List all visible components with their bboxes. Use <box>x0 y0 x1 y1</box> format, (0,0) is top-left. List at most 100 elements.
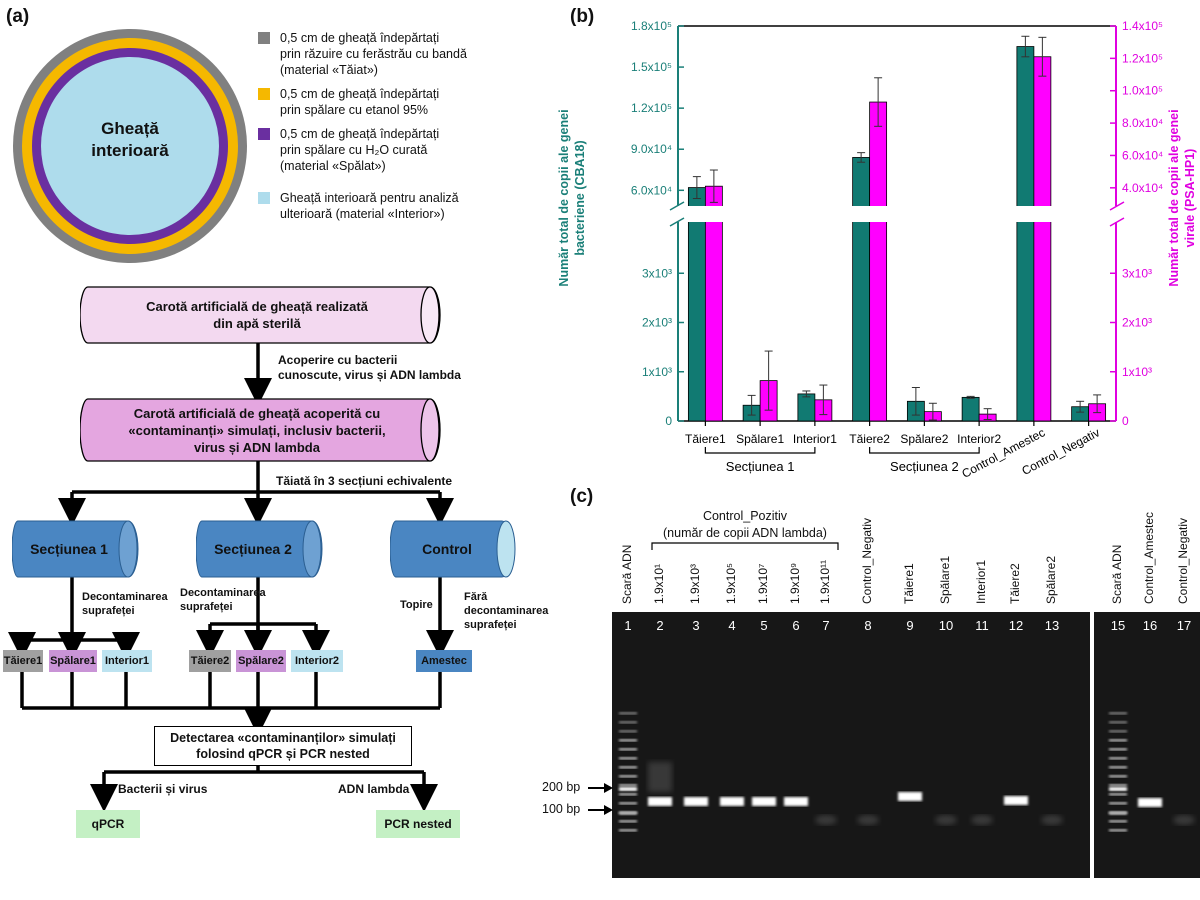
lane-label: Tăiere2 <box>1008 563 1022 604</box>
left-axis-label: Număr total de copii ale genei bacterien… <box>557 109 587 287</box>
lane-label: 1.9x10¹ <box>652 563 666 604</box>
gel-background-right <box>1094 612 1200 878</box>
left-tick-label: 1.2x10⁵ <box>631 101 672 115</box>
lane-number: 3 <box>692 618 700 633</box>
legend-text-ethanol: 0,5 cm de gheață îndepărtați prin spălar… <box>280 87 440 117</box>
lane-number: 4 <box>728 618 736 633</box>
lane-label: Tăiere1 <box>902 563 916 604</box>
ladder-band <box>1109 748 1127 751</box>
lane-label: Control_Negativ <box>1176 517 1190 604</box>
ladder-band <box>1109 712 1127 715</box>
lane-number: 17 <box>1176 618 1192 633</box>
ladder-band <box>1109 766 1127 769</box>
ladder-band <box>1109 793 1127 796</box>
legend-text-water: 0,5 cm de gheață îndepărtați prin spălar… <box>280 127 440 173</box>
melt-text: Topire <box>400 599 433 611</box>
axis-break-gap <box>670 206 1124 222</box>
ladder-band <box>1109 757 1127 760</box>
right-tick-label: 1.4x10⁵ <box>1122 19 1163 33</box>
qpcr-box: qPCR <box>76 810 140 838</box>
interior-ice-label: Gheață interioară <box>91 119 169 160</box>
control-label: Control <box>422 540 472 557</box>
cylinder-box1-shape <box>80 286 441 344</box>
left-tick-label: 1.8x10⁵ <box>631 19 672 33</box>
lane-label: Control_Amestec <box>1142 511 1156 604</box>
lane-number: 9 <box>906 618 914 633</box>
positive-control-title: Control_Pozitiv (număr de copii ADN lamb… <box>663 509 827 540</box>
left-tick-label: 1.5x10⁵ <box>631 60 672 74</box>
section1-group-bracket <box>704 447 816 454</box>
panel-b-label: (b) <box>570 6 595 27</box>
ladder-band <box>1109 775 1127 778</box>
ladder-band <box>619 802 637 805</box>
left-tick-label: 1x10³ <box>642 365 672 379</box>
marker-100bp: 100 bp <box>542 802 581 816</box>
coating-step-text: Acoperire cu bacterii cunoscute, virus ș… <box>278 353 461 382</box>
right-tick-label: 6.0x10⁴ <box>1122 148 1163 162</box>
legend-swatch-purple <box>258 128 270 140</box>
lane-number: 11 <box>975 618 989 633</box>
x-tick-label: Spălare1 <box>736 432 784 446</box>
dna-band <box>1138 798 1162 807</box>
primer-dimer-smear <box>1041 815 1063 825</box>
dna-smear <box>648 762 672 792</box>
lane-label: 1.9x10³ <box>688 563 702 604</box>
dna-band <box>684 797 708 806</box>
primer-dimer-smear <box>815 815 837 825</box>
right-tick-label: 3x10³ <box>1122 266 1152 280</box>
x-tick-label: Interior2 <box>957 432 1001 446</box>
control-shape <box>390 520 516 578</box>
panel-a-label: (a) <box>6 6 30 27</box>
dna-band <box>898 792 922 801</box>
lane-number: 1 <box>624 618 632 633</box>
left-tick-label: 2x10³ <box>642 316 672 330</box>
sub-mix: Amestec <box>416 650 472 672</box>
x-tick-label: Tăiere2 <box>849 432 890 446</box>
ring-interior <box>41 57 219 235</box>
branch-right-text: ADN lambda <box>338 782 410 796</box>
dna-band <box>720 797 744 806</box>
right-tick-label: 4.0x10⁴ <box>1122 181 1163 195</box>
legend-item-ethanol: 0,5 cm de gheață îndepărtați prin spălar… <box>258 86 439 118</box>
ladder-band <box>619 787 637 791</box>
lane-label: Scară ADN <box>620 544 634 604</box>
lane-number: 12 <box>1008 618 1024 633</box>
left-tick-label: 6.0x10⁴ <box>631 183 672 197</box>
legend-item-water: 0,5 cm de gheață îndepărtați prin spălar… <box>258 126 439 174</box>
legend-swatch-yellow <box>258 88 270 100</box>
flowchart-connectors <box>8 342 454 812</box>
lane-label: Scară ADN <box>1110 544 1124 604</box>
ladder-band <box>619 730 637 733</box>
legend-swatch-grey <box>258 32 270 44</box>
ladder-band <box>619 721 637 724</box>
lane-number: 5 <box>760 618 768 633</box>
bar-chart: 1.8x10⁵1.5x10⁵1.2x10⁵9.0x10⁴6.0x10⁴3x10³… <box>631 19 1163 481</box>
primer-dimer-smear <box>857 815 879 825</box>
gel-divider <box>1090 612 1094 878</box>
ladder-band <box>1109 829 1127 832</box>
lane-label: Spălare1 <box>938 555 952 604</box>
gel-image <box>612 612 1200 878</box>
section1-label: Secțiunea 1 <box>30 540 108 557</box>
lane-label: 1.9x10⁹ <box>788 562 802 604</box>
nested-pcr-box: PCR nested <box>376 810 460 838</box>
dna-band <box>784 797 808 806</box>
ladder-band <box>1109 721 1127 724</box>
sub-cut1: Tăiere1 <box>3 650 43 672</box>
section2-label: Secțiunea 2 <box>214 540 292 557</box>
cut-step-text: Tăiată în 3 secțiuni echivalente <box>276 474 453 488</box>
sub-wash1: Spălare1 <box>49 650 97 672</box>
ice-core-rings <box>13 29 247 263</box>
branch-left-text: Bacterii și virus <box>118 782 208 796</box>
detection-box: Detectarea «contaminanților» simulați fo… <box>154 726 412 766</box>
ladder-band <box>1109 812 1127 815</box>
marker-arrows <box>588 783 613 815</box>
lane-number: 10 <box>938 618 954 633</box>
sub-cut2: Tăiere2 <box>189 650 231 672</box>
dna-band <box>752 797 776 806</box>
dna-band <box>1004 796 1028 805</box>
lane-number: 15 <box>1110 618 1126 633</box>
x-tick-label: Interior1 <box>793 432 837 446</box>
right-tick-label: 2x10³ <box>1122 316 1152 330</box>
decon2-text: Decontaminarea suprafeței <box>180 587 266 613</box>
